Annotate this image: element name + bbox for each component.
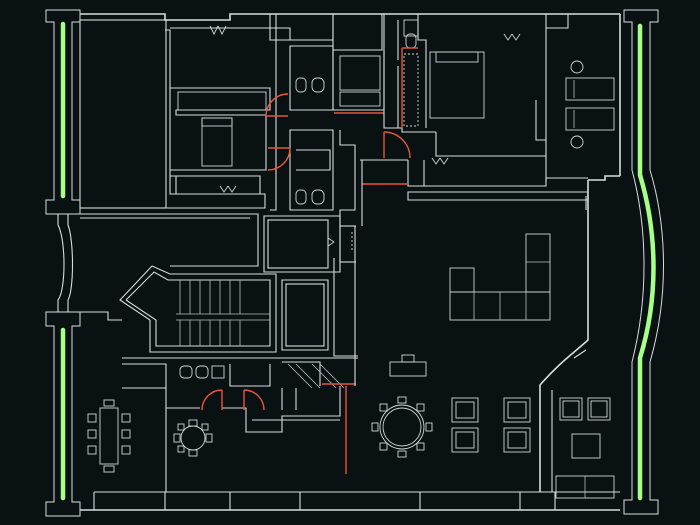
stairwell [119,258,358,357]
left-glazing [45,9,81,517]
left-dining [87,399,213,473]
master-bedroom [383,14,547,182]
right-glazing [623,9,664,515]
living-area [389,180,589,492]
outer-walls [80,13,621,511]
terrace-top-right [546,14,615,149]
upper-left-rooms [79,14,291,209]
terrace-bottom-right [551,390,620,499]
misc-walls [252,160,363,421]
central-baths [265,14,385,226]
left-middle-room [80,213,259,321]
lower-baths [122,357,358,492]
round-dining-table [371,396,433,458]
lift-core [263,215,356,273]
kitchen-strip [360,159,589,201]
